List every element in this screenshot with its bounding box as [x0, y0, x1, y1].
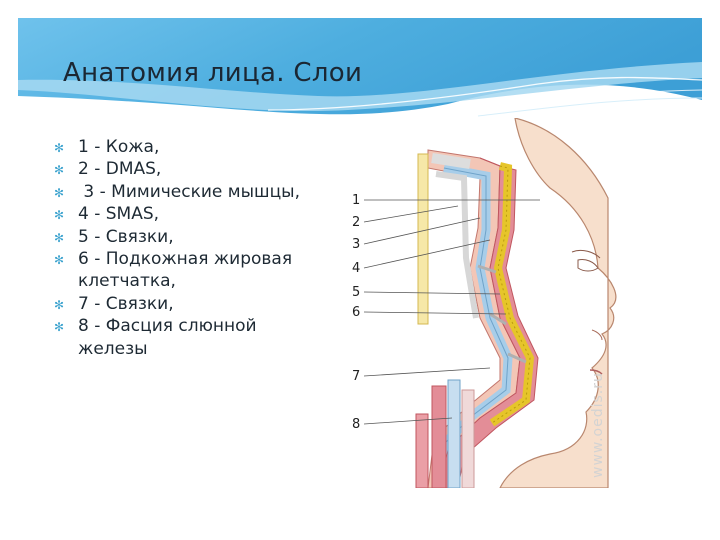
list-item-text: 3 - Мимические мышцы,: [78, 181, 300, 202]
face-profile: [499, 118, 617, 488]
list-item-text: 5 - Связки,: [78, 226, 174, 247]
snowflake-icon: ✻: [54, 163, 65, 178]
header-banner: [18, 18, 702, 118]
list-item: ✻ 2 - DMAS,: [54, 158, 304, 180]
slide-title: Анатомия лица. Слои: [63, 58, 363, 88]
list-item: ✻ 1 - Кожа,: [54, 136, 304, 158]
list-item: ✻ 3 - Мимические мышцы,: [54, 181, 304, 203]
label-1: 1: [352, 193, 360, 208]
list-item-text: 2 - DMAS,: [78, 159, 162, 180]
tissue-layers: [415, 149, 539, 488]
list-item-text: 7 - Связки,: [78, 293, 174, 314]
face-layers-illustration: www.oedis.ru 1 2 3 4 5 6 7 8: [340, 118, 620, 488]
label-6: 6: [352, 305, 360, 320]
snowflake-icon: ✻: [54, 185, 65, 200]
list-item-text: 4 - SMAS,: [78, 204, 160, 225]
label-8: 8: [352, 417, 360, 432]
list-item: ✻ 4 - SMAS,: [54, 203, 304, 225]
label-7: 7: [352, 369, 360, 384]
list-item-text: 1 - Кожа,: [78, 137, 160, 157]
label-2: 2: [352, 215, 360, 230]
snowflake-icon: ✻: [54, 230, 65, 245]
snowflake-icon: ✻: [54, 253, 65, 268]
watermark: www.oedis.ru: [590, 372, 606, 478]
layer-list: ✻ 1 - Кожа, ✻ 2 - DMAS, ✻ 3 - Мимические м…: [54, 136, 304, 360]
list-item: ✻ 6 - Подкожная жировая клетчатка,: [54, 248, 304, 293]
list-item: ✻ 5 - Связки,: [54, 226, 304, 248]
snowflake-icon: ✻: [54, 141, 65, 155]
list-item-text: 8 - Фасция слюнной железы: [78, 316, 257, 359]
eye: [577, 259, 599, 272]
label-4: 4: [352, 261, 360, 276]
layer-labels: 1 2 3 4 5 6 7 8: [352, 193, 540, 432]
snowflake-icon: ✻: [54, 320, 65, 335]
list-item: ✻ 8 - Фасция слюнной железы: [54, 315, 304, 360]
list-item: ✻ 7 - Связки,: [54, 293, 304, 315]
label-3: 3: [352, 237, 360, 252]
snowflake-icon: ✻: [54, 297, 65, 312]
list-item-text: 6 - Подкожная жировая клетчатка,: [78, 249, 293, 292]
snowflake-icon: ✻: [54, 208, 65, 223]
label-5: 5: [352, 285, 360, 300]
